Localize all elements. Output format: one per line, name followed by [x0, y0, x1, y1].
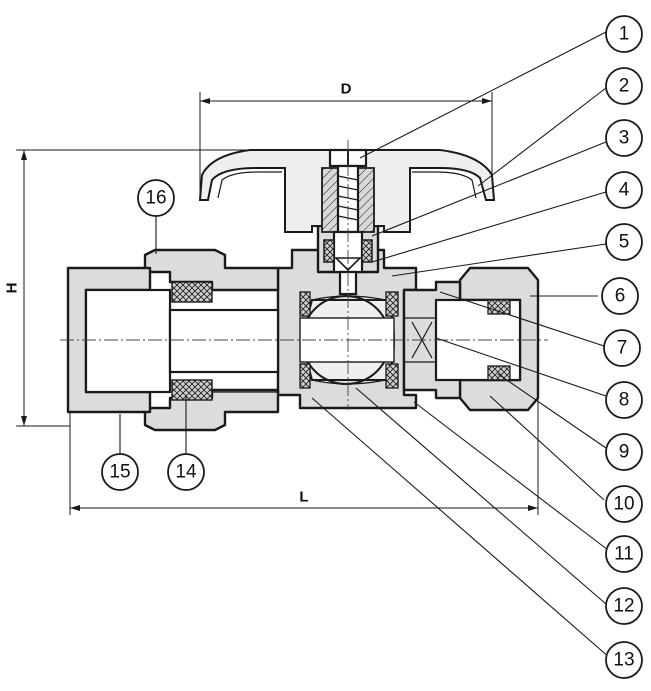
dimension-d-label: D: [341, 81, 352, 98]
callout-11: 11: [605, 535, 643, 573]
callout-12-label: 12: [613, 596, 634, 617]
handle: [198, 148, 496, 234]
callout-10-label: 10: [613, 494, 634, 515]
callout-1: 1: [605, 15, 643, 53]
callout-9: 9: [605, 433, 643, 471]
callout-6: 6: [601, 277, 639, 315]
callout-5-label: 5: [619, 232, 630, 253]
stem-assembly: [323, 230, 373, 296]
callout-16-label: 16: [145, 188, 166, 209]
callout-14-label: 14: [175, 462, 197, 483]
callout-3-label: 3: [619, 128, 630, 149]
right-end: [402, 266, 540, 412]
callout-15-label: 15: [109, 462, 130, 483]
leader-lines: [119, 31, 611, 659]
callout-15: 15: [101, 453, 139, 491]
callout-4: 4: [605, 171, 643, 209]
callout-14: 14: [167, 453, 205, 491]
callout-8: 8: [605, 381, 643, 419]
callout-4-label: 4: [619, 180, 630, 201]
callout-12: 12: [605, 587, 643, 625]
callout-13-label: 13: [613, 650, 634, 671]
callout-10: 10: [605, 485, 643, 523]
callout-13: 13: [605, 641, 643, 679]
dimension-l: L: [69, 380, 539, 515]
callout-7-label: 7: [617, 338, 628, 359]
callout-16: 16: [137, 179, 175, 217]
callout-7: 7: [603, 329, 641, 367]
callout-2: 2: [605, 67, 643, 105]
dimension-h-label: H: [4, 283, 21, 294]
callout-9-label: 9: [619, 442, 630, 463]
dimension-l-label: L: [299, 489, 308, 506]
callout-11-label: 11: [614, 544, 634, 565]
callout-5: 5: [605, 223, 643, 261]
callout-1-label: 1: [619, 24, 630, 45]
callout-2-label: 2: [619, 76, 630, 97]
callout-3: 3: [605, 119, 643, 157]
callout-6-label: 6: [615, 286, 626, 307]
callout-8-label: 8: [619, 390, 630, 411]
